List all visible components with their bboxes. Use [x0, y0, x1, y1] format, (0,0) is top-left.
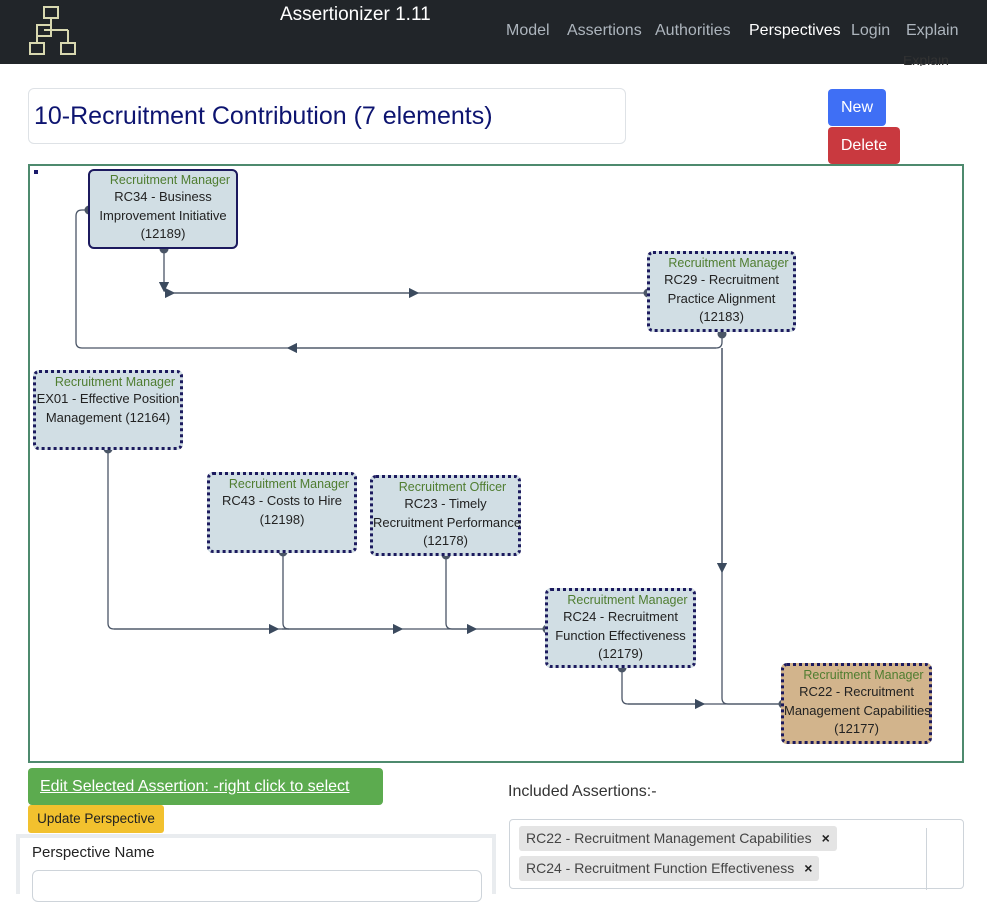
- perspective-name-label: Perspective Name: [32, 844, 155, 861]
- node-rc24[interactable]: Recruitment Manager RC24 - Recruitment F…: [545, 588, 696, 668]
- node-rc23[interactable]: Recruitment Officer RC23 - Timely Recrui…: [370, 475, 521, 556]
- explain-overflow-text: Explain: [903, 56, 949, 66]
- nav-login[interactable]: Login: [851, 22, 891, 39]
- edge-ex01-rc24: [107, 450, 547, 630]
- edge-rc24-rc22: [621, 668, 783, 705]
- edge-rc23-rc24: [445, 555, 453, 630]
- navbar: Assertionizer 1.11 Model Assertions Auth…: [0, 0, 987, 64]
- node-rc29[interactable]: Recruitment Manager RC29 - Recruitment P…: [647, 251, 796, 332]
- nav-perspectives[interactable]: Perspectives: [749, 22, 841, 39]
- perspective-name-input[interactable]: [32, 870, 482, 902]
- node-ex01[interactable]: Recruitment Manager EX01 - Effective Pos…: [33, 370, 183, 450]
- update-perspective-button[interactable]: Update Perspective: [28, 805, 164, 833]
- page-title: 10-Recruitment Contribution (7 elements): [34, 102, 493, 130]
- perspective-title-box: 10-Recruitment Contribution (7 elements): [28, 88, 626, 144]
- app-title[interactable]: Assertionizer 1.11: [280, 4, 431, 25]
- new-button[interactable]: New: [828, 89, 886, 126]
- edit-selected-assertion-button[interactable]: Edit Selected Assertion: -right click to…: [28, 768, 383, 805]
- nav-assertions[interactable]: Assertions: [567, 22, 642, 39]
- assertion-tag: RC22 - Recruitment Management Capabiliti…: [519, 826, 837, 851]
- canvas-marker: [34, 170, 38, 174]
- edge-rc29-rc22: [721, 348, 783, 705]
- node-rc43[interactable]: Recruitment Manager RC43 - Costs to Hire…: [207, 472, 357, 553]
- nav-model[interactable]: Model: [506, 22, 550, 39]
- perspective-form: Perspective Name: [16, 834, 496, 902]
- nav-authorities[interactable]: Authorities: [655, 22, 731, 39]
- edge-rc43-rc24: [282, 552, 290, 630]
- diagram-canvas[interactable]: Recruitment Manager RC34 - Business Impr…: [28, 164, 964, 763]
- remove-tag-icon[interactable]: ×: [821, 830, 830, 846]
- included-assertions-label: Included Assertions:-: [508, 783, 657, 800]
- node-rc22[interactable]: Recruitment Manager RC22 - Recruitment M…: [781, 663, 932, 744]
- hierarchy-logo-icon[interactable]: [28, 5, 78, 57]
- assertion-tag: RC24 - Recruitment Function Effectivenes…: [519, 856, 820, 881]
- delete-button[interactable]: Delete: [828, 127, 900, 164]
- select-divider: [926, 828, 927, 890]
- node-rc34[interactable]: Recruitment Manager RC34 - Business Impr…: [88, 169, 238, 249]
- nav-explain[interactable]: Explain: [906, 22, 959, 39]
- included-assertions-select[interactable]: RC22 - Recruitment Management Capabiliti…: [509, 819, 964, 890]
- edge-rc34-rc29: [158, 250, 648, 299]
- edge-rc29-rc34: [75, 209, 723, 349]
- remove-tag-icon[interactable]: ×: [804, 860, 813, 876]
